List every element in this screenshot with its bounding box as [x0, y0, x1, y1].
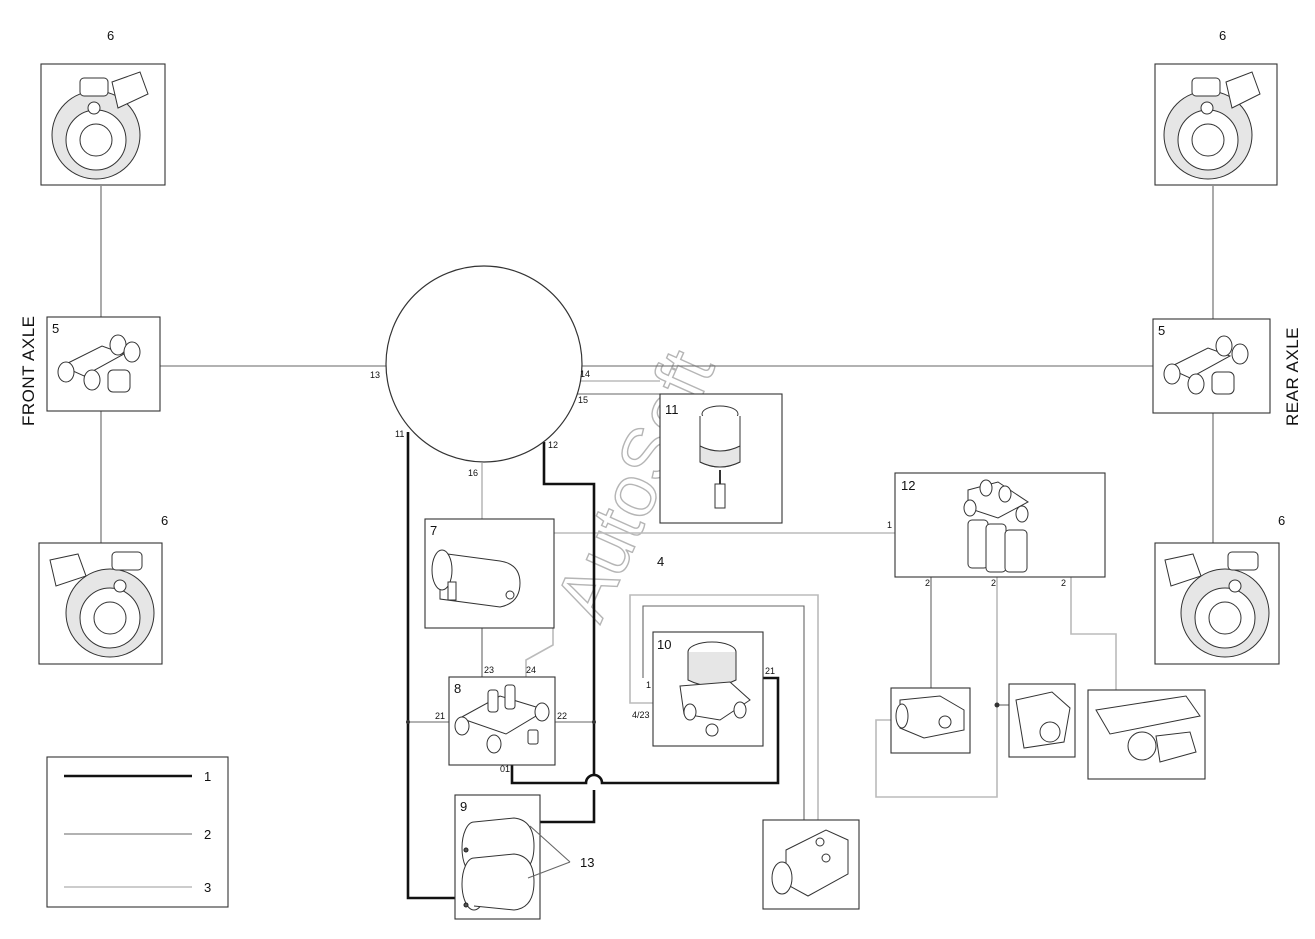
dryer-port-21: 21 — [765, 666, 775, 676]
label-7: 7 — [430, 523, 437, 538]
compressor-valve — [424, 518, 555, 629]
label-12: 12 — [901, 478, 915, 493]
protection-valve — [448, 676, 556, 766]
pipes — [100, 186, 1214, 900]
brake-chamber-rear-bottom — [1154, 542, 1280, 665]
valve-block-port-2a: 2 — [925, 578, 930, 588]
valve-block-port-1: 1 — [887, 520, 892, 530]
valve-block — [894, 472, 1106, 578]
dryer-port-4-23: 4/23 — [632, 710, 650, 720]
air-dryer — [652, 631, 764, 747]
label-5-rear: 5 — [1158, 323, 1165, 338]
port-23: 23 — [484, 665, 494, 675]
central-valve — [385, 265, 583, 463]
spring-brake-unit — [659, 393, 783, 524]
label-4: 4 — [657, 554, 664, 569]
legend-label-2: 2 — [204, 827, 211, 842]
legend-label-1: 1 — [204, 769, 211, 784]
legend — [46, 756, 229, 908]
label-5-front: 5 — [52, 321, 59, 336]
port-22: 22 — [557, 711, 567, 721]
air-compressor — [762, 819, 860, 910]
port-11: 11 — [395, 429, 404, 439]
label-13: 13 — [580, 855, 594, 870]
brake-chamber-front-bottom — [38, 542, 163, 665]
label-11: 11 — [665, 402, 679, 417]
label-10: 10 — [657, 637, 671, 652]
port-13: 13 — [370, 370, 380, 380]
port-12: 12 — [548, 440, 558, 450]
brake-chamber-front-top — [40, 63, 166, 186]
label-6-front-top: 6 — [107, 28, 114, 43]
relay-valve-rear — [1152, 318, 1271, 414]
port-15: 15 — [578, 395, 588, 405]
label-6-rear-top: 6 — [1219, 28, 1226, 43]
gearbox-actuator — [890, 687, 971, 754]
port-24: 24 — [526, 665, 536, 675]
brake-chamber-rear-top — [1154, 63, 1278, 186]
air-reservoirs — [454, 794, 571, 920]
label-9: 9 — [460, 799, 467, 814]
port-14: 14 — [580, 369, 590, 379]
label-8: 8 — [454, 681, 461, 696]
label-6-rear-bottom: 6 — [1278, 513, 1285, 528]
dryer-port-1: 1 — [646, 680, 651, 690]
port-21: 21 — [435, 711, 445, 721]
valve-block-port-2b: 2 — [991, 578, 996, 588]
front-axle-label: FRONT AXLE — [19, 316, 38, 427]
legend-label-3: 3 — [204, 880, 211, 895]
rear-axle-label: REAR AXLE — [1283, 327, 1302, 426]
label-6-front-bottom: 6 — [161, 513, 168, 528]
port-16: 16 — [468, 468, 478, 478]
relay-valve-front — [46, 316, 161, 412]
transfer-actuator — [1087, 689, 1206, 780]
clutch-actuator — [1008, 683, 1076, 758]
valve-block-port-2c: 2 — [1061, 578, 1066, 588]
port-01: 01 — [500, 764, 510, 774]
